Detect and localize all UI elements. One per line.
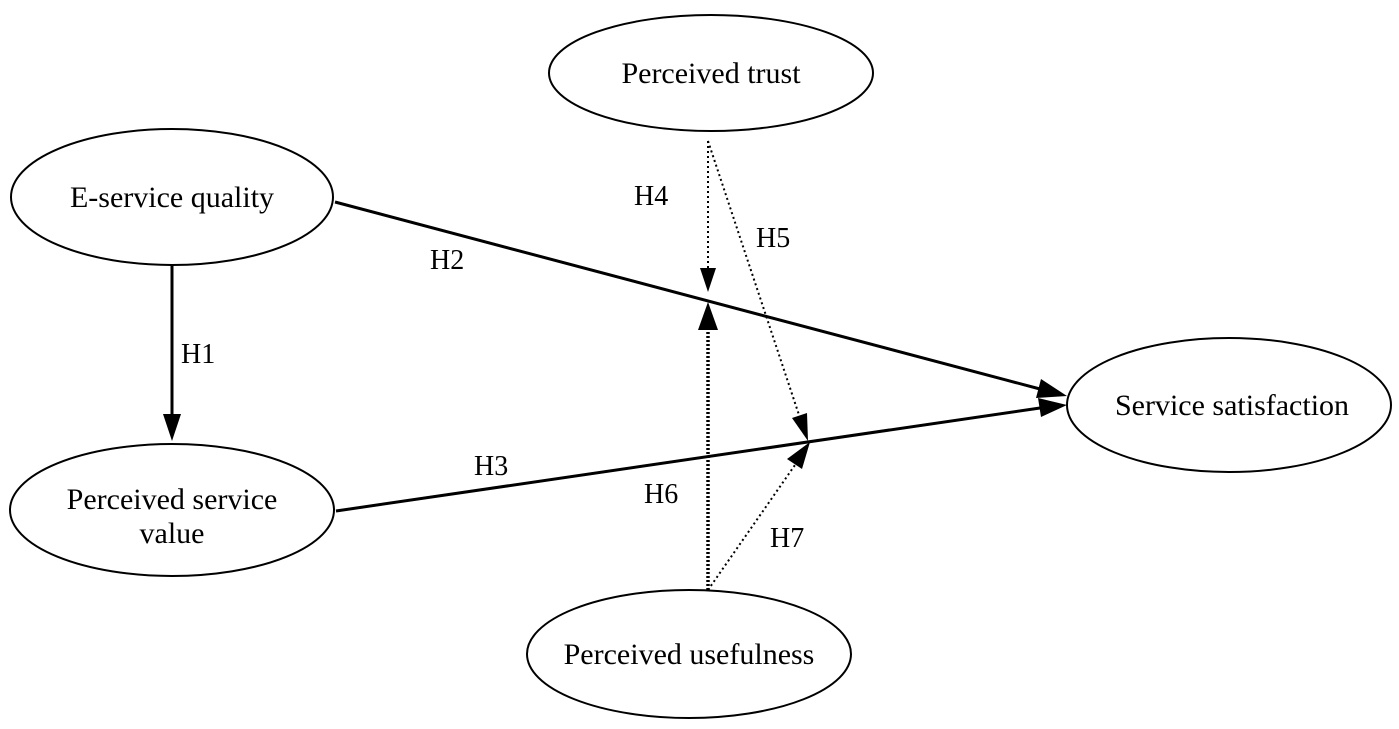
label-h4: H4	[634, 181, 668, 212]
label-h7: H7	[770, 523, 804, 554]
node-perceived-service-value: Perceived service value	[9, 443, 335, 577]
path-h5	[707, 140, 808, 441]
path-h3	[335, 398, 1067, 513]
node-perceived-trust-label: Perceived trust	[621, 57, 801, 90]
path-h5-arrowhead	[792, 413, 808, 441]
path-h7	[707, 442, 810, 591]
node-perceived-service-value-label-line2: value	[140, 517, 205, 550]
label-h5: H5	[756, 223, 790, 254]
node-e-service-quality: E-service quality	[10, 128, 334, 266]
label-h3: H3	[474, 451, 508, 482]
path-h2-arrowhead	[1036, 379, 1067, 398]
path-h4	[700, 141, 716, 292]
path-h6	[698, 302, 718, 590]
node-service-satisfaction: Service satisfaction	[1066, 337, 1392, 473]
node-perceived-usefulness-label: Perceived usefulness	[564, 638, 815, 671]
node-perceived-service-value-label-line1: Perceived service	[67, 483, 278, 516]
path-h2	[334, 200, 1067, 398]
path-h3-arrowhead	[1038, 398, 1067, 417]
path-h1-arrowhead	[163, 414, 181, 441]
path-h1	[163, 265, 181, 441]
node-service-satisfaction-label: Service satisfaction	[1115, 389, 1349, 422]
path-h7-arrowhead	[787, 442, 810, 469]
label-h1: H1	[181, 339, 215, 370]
label-h2: H2	[430, 245, 464, 276]
path-h4-arrowhead	[700, 268, 716, 292]
path-h6-arrowhead	[698, 302, 718, 330]
label-h6: H6	[644, 479, 678, 510]
node-perceived-usefulness: Perceived usefulness	[526, 589, 852, 719]
node-e-service-quality-label: E-service quality	[70, 181, 274, 214]
node-perceived-trust: Perceived trust	[548, 14, 874, 132]
